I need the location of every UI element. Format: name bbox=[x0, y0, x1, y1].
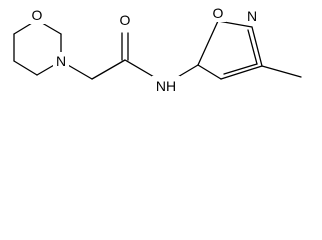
bond bbox=[91, 59, 126, 80]
isoxazole-ring bbox=[197, 20, 263, 80]
ring-double-bond bbox=[247, 29, 258, 65]
isoxazole-nitrogen-label: N bbox=[247, 8, 257, 24]
morpholine-nitrogen-label: N bbox=[56, 53, 66, 69]
bond bbox=[220, 65, 263, 80]
bond bbox=[197, 20, 219, 66]
ring-double-bond bbox=[223, 63, 258, 75]
label-mask bbox=[53, 52, 69, 70]
label-mask bbox=[29, 6, 45, 24]
atom-labels: O N O NH O N bbox=[29, 4, 260, 94]
bond bbox=[251, 26, 263, 67]
label-mask bbox=[117, 11, 133, 29]
chemical-structure-diagram: O N O NH O N bbox=[13, 4, 302, 94]
label-mask bbox=[244, 7, 260, 25]
bond bbox=[13, 60, 38, 76]
amide-nh-label: NH bbox=[156, 78, 176, 94]
morpholine-oxygen-label: O bbox=[32, 7, 43, 23]
methyl-group bbox=[261, 65, 302, 78]
bond bbox=[261, 65, 302, 78]
carbonyl-oxygen-label: O bbox=[120, 12, 131, 28]
bond bbox=[197, 64, 222, 80]
isoxazole-oxygen-label: O bbox=[213, 5, 224, 21]
label-mask bbox=[152, 76, 180, 94]
label-mask bbox=[210, 4, 226, 22]
